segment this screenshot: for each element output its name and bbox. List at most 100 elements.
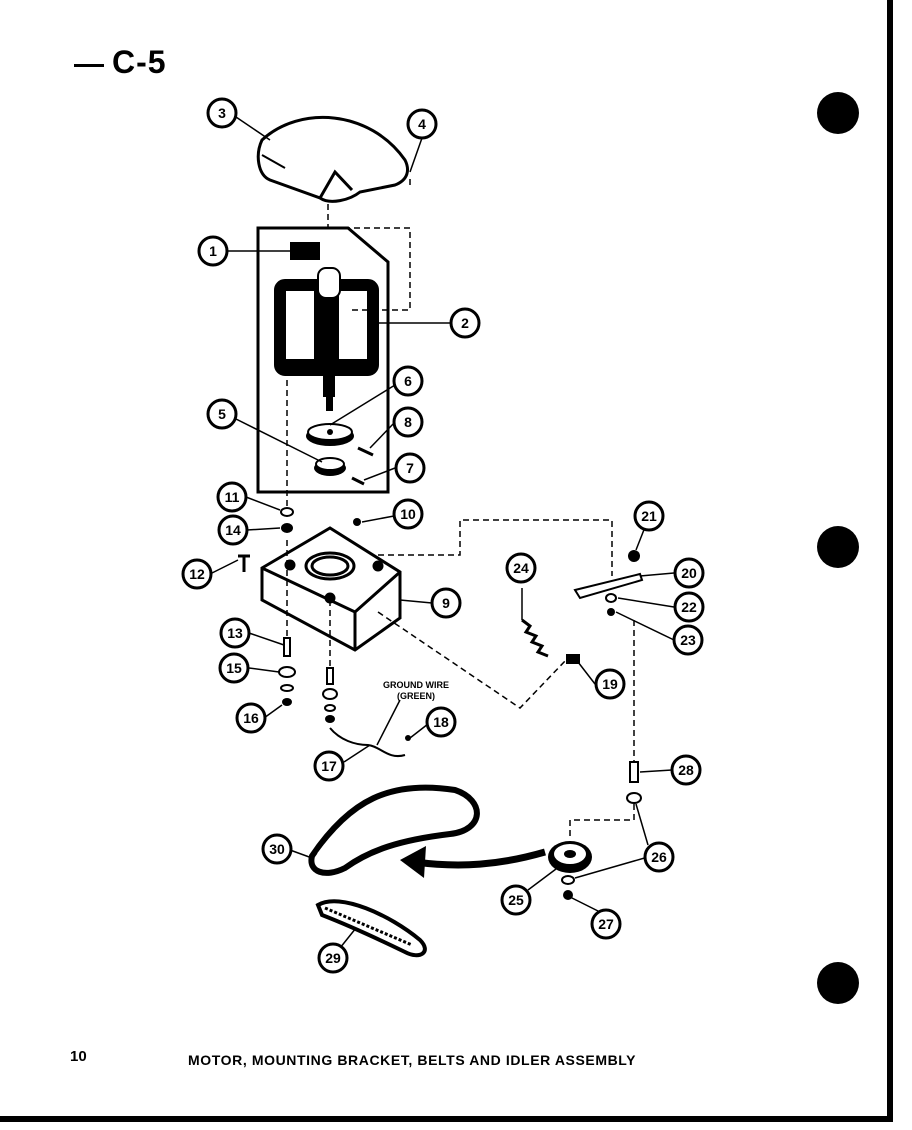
- callout-label-22: 22: [681, 599, 697, 615]
- callout-label-14: 14: [225, 522, 241, 538]
- callout-6: 6: [392, 365, 424, 397]
- bracket-hardware-center: [322, 667, 338, 723]
- ground-wire-leader: [376, 699, 401, 746]
- callout-label-6: 6: [404, 373, 412, 389]
- direction-arrow: [414, 848, 546, 869]
- callout-label-4: 4: [418, 116, 426, 132]
- callout-label-5: 5: [218, 406, 226, 422]
- set-screw-7: [351, 476, 365, 486]
- callout-label-7: 7: [406, 460, 414, 476]
- ground-wire-color-label: (GREEN): [397, 691, 435, 701]
- binder-hole-top: [817, 92, 859, 134]
- bracket-hardware-left: [278, 507, 296, 706]
- page-code: C-5: [112, 44, 167, 80]
- callout-label-26: 26: [651, 849, 667, 865]
- callout-label-30: 30: [269, 841, 285, 857]
- motor-cover: [256, 115, 409, 203]
- callout-label-16: 16: [243, 710, 259, 726]
- callout-label-2: 2: [461, 315, 469, 331]
- callout-24: 24: [505, 552, 537, 584]
- callout-3: 3: [206, 97, 238, 129]
- callout-1: 1: [197, 235, 229, 267]
- direction-arrow-head: [400, 846, 426, 878]
- callout-11: 11: [216, 481, 248, 513]
- callout-19: 19: [594, 668, 626, 700]
- callout-18: 18: [425, 706, 457, 738]
- callout-label-29: 29: [325, 950, 341, 966]
- set-screw-8: [357, 446, 374, 457]
- callout-label-12: 12: [189, 566, 205, 582]
- part-23: [607, 608, 615, 616]
- callout-16: 16: [235, 702, 267, 734]
- idler-pulley: [548, 841, 592, 873]
- motor-terminal-block: [290, 242, 320, 260]
- callout-7: 7: [394, 452, 426, 484]
- callout-21: 21: [633, 500, 665, 532]
- callout-26: 26: [643, 841, 675, 873]
- part-22: [605, 593, 617, 603]
- callout-2: 2: [449, 307, 481, 339]
- idler-stud: [629, 761, 639, 783]
- motor: [274, 267, 379, 411]
- callout-5: 5: [206, 398, 238, 430]
- callout-label-21: 21: [641, 508, 657, 524]
- callout-label-15: 15: [226, 660, 242, 676]
- idler-arm: [573, 572, 644, 600]
- callout-label-9: 9: [442, 595, 450, 611]
- page-code-dash: [74, 64, 104, 67]
- callout-17: 17: [313, 750, 345, 782]
- callout-label-23: 23: [680, 632, 696, 648]
- idler-washer-26: [561, 875, 575, 885]
- page-number: 10: [70, 1048, 87, 1065]
- binder-hole-middle: [817, 526, 859, 568]
- callout-label-19: 19: [602, 676, 618, 692]
- ground-wire-label: GROUND WIRE: [383, 680, 449, 690]
- callout-label-18: 18: [433, 714, 449, 730]
- motor-pulley-small: [314, 457, 346, 476]
- callout-23: 23: [672, 624, 704, 656]
- binder-hole-bottom: [817, 962, 859, 1004]
- callout-label-20: 20: [681, 565, 697, 581]
- callout-20: 20: [673, 557, 705, 589]
- callout-30: 30: [261, 833, 293, 865]
- callout-9: 9: [430, 587, 462, 619]
- callout-label-8: 8: [404, 414, 412, 430]
- callout-13: 13: [219, 617, 251, 649]
- screw-10: [353, 518, 361, 526]
- callout-28: 28: [670, 754, 702, 786]
- callout-label-28: 28: [678, 762, 694, 778]
- page-border: [0, 0, 893, 1122]
- mounting-bracket: [260, 526, 402, 652]
- idler-spring: [521, 618, 549, 658]
- callout-25: 25: [500, 884, 532, 916]
- callout-29: 29: [317, 942, 349, 974]
- screw-12: [238, 554, 250, 572]
- spring-bracket: [566, 654, 580, 664]
- ground-wire: [329, 727, 406, 758]
- callout-label-27: 27: [598, 916, 614, 932]
- callout-label-1: 1: [209, 243, 217, 259]
- drive-belt: [308, 784, 480, 876]
- callout-label-3: 3: [218, 105, 226, 121]
- callout-14: 14: [217, 514, 249, 546]
- callout-15: 15: [218, 652, 250, 684]
- cog-belt-teeth: [324, 906, 413, 947]
- leader-lines: [209, 116, 675, 949]
- callout-4: 4: [406, 108, 438, 140]
- motor-pulley-large: [306, 423, 354, 446]
- callout-label-17: 17: [321, 758, 337, 774]
- callout-10: 10: [392, 498, 424, 530]
- callout-22: 22: [673, 591, 705, 623]
- part-21: [628, 550, 640, 562]
- diagram-caption: MOTOR, MOUNTING BRACKET, BELTS AND IDLER…: [188, 1052, 637, 1068]
- callout-label-10: 10: [400, 506, 416, 522]
- callout-label-25: 25: [508, 892, 524, 908]
- callout-label-24: 24: [513, 560, 529, 576]
- idler-washer: [626, 792, 642, 804]
- ground-screw: [405, 735, 411, 741]
- callout-8: 8: [392, 406, 424, 438]
- callout-label-13: 13: [227, 625, 243, 641]
- drive-belt-inner: [317, 795, 467, 861]
